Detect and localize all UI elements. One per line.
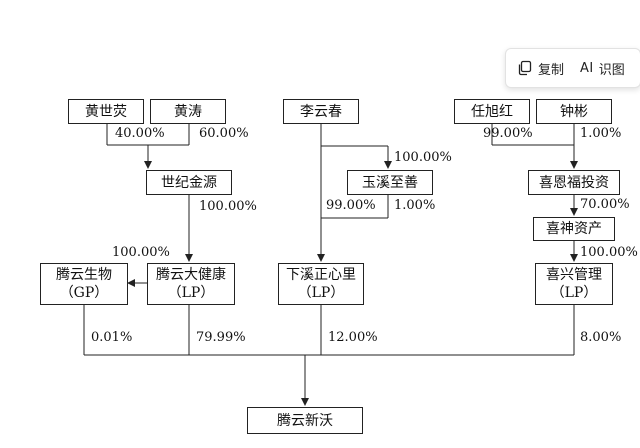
node-tengyun-shengwu: 腾云生物 （GP） <box>40 263 128 305</box>
node-tengyun-dajiankang: 腾云大健康 （LP） <box>147 263 235 305</box>
pct-dajiankang-to-xinwo: 79.99% <box>196 330 246 345</box>
node-label: 腾云新沃 <box>277 412 333 429</box>
pct-xiaxi-to-xinwo: 12.00% <box>328 330 378 345</box>
node-role: （LP） <box>167 285 215 301</box>
node-zhong-bin: 钟彬 <box>536 99 612 124</box>
pct-yuxi-to-xiaxi: 1.00% <box>394 198 436 213</box>
ai-recognize-button[interactable]: AI 识图 <box>580 59 625 78</box>
pct-li-to-xiaxi: 99.00% <box>326 198 376 213</box>
pct-zhong-bin: 1.00% <box>580 126 622 141</box>
node-huang-shiying: 黄世荧 <box>68 99 144 124</box>
pct-xixing-to-xinwo: 8.00% <box>580 330 622 345</box>
node-label: 黄涛 <box>174 103 202 120</box>
node-label: 喜神资产 <box>546 221 602 237</box>
node-label: 世纪金源 <box>161 174 217 191</box>
node-xixing-guanli: 喜兴管理 （LP） <box>535 263 613 305</box>
node-label: 玉溪至善 <box>362 174 418 191</box>
node-label: 钟彬 <box>560 103 588 120</box>
node-huang-tao: 黄涛 <box>150 99 226 124</box>
node-xien-futouzi: 喜恩福投资 <box>528 170 620 195</box>
node-ren-xuhong: 任旭红 <box>454 99 530 124</box>
node-xiaxi-zhengxinli: 下溪正心里 （LP） <box>278 263 364 305</box>
copy-button[interactable]: 复制 <box>517 59 564 78</box>
node-role: （LP） <box>297 285 345 301</box>
node-label: 李云春 <box>300 103 342 120</box>
node-xishen-zichan: 喜神资产 <box>533 217 615 241</box>
copy-icon <box>518 60 532 76</box>
node-role: （LP） <box>550 285 598 301</box>
node-shiji-jinyuan: 世纪金源 <box>146 170 232 195</box>
pct-dajiankang-to-shengwu: 100.00% <box>112 245 170 260</box>
pct-li-to-yuxi: 100.00% <box>394 150 452 165</box>
node-li-yunchun: 李云春 <box>283 99 359 124</box>
node-label: 喜兴管理 <box>546 267 602 283</box>
ai-recognize-label: 识图 <box>598 62 625 78</box>
pct-huang-shiying: 40.00% <box>115 126 165 141</box>
node-tengyun-xinwo: 腾云新沃 <box>247 407 363 434</box>
pct-xien-to-xishen: 70.00% <box>580 197 630 212</box>
ai-icon: AI <box>580 60 594 76</box>
node-label: 腾云生物 <box>56 267 112 283</box>
node-label: 腾云大健康 <box>156 267 226 283</box>
pct-shengwu-to-xinwo: 0.01% <box>91 330 133 345</box>
pct-huang-tao: 60.00% <box>199 126 249 141</box>
copy-label: 复制 <box>538 62 565 78</box>
node-role: （GP） <box>59 285 109 301</box>
pct-shiji-to-dajiankang: 100.00% <box>199 199 257 214</box>
node-label: 喜恩福投资 <box>539 174 609 191</box>
image-toolbar: 复制 AI 识图 <box>505 48 640 88</box>
pct-ren-xuhong: 99.00% <box>483 126 533 141</box>
node-yuxi-zhishan: 玉溪至善 <box>347 170 433 195</box>
node-label: 下溪正心里 <box>286 267 356 283</box>
node-label: 任旭红 <box>471 103 513 120</box>
pct-xishen-to-xixing: 100.00% <box>580 245 638 260</box>
node-label: 黄世荧 <box>85 103 127 120</box>
